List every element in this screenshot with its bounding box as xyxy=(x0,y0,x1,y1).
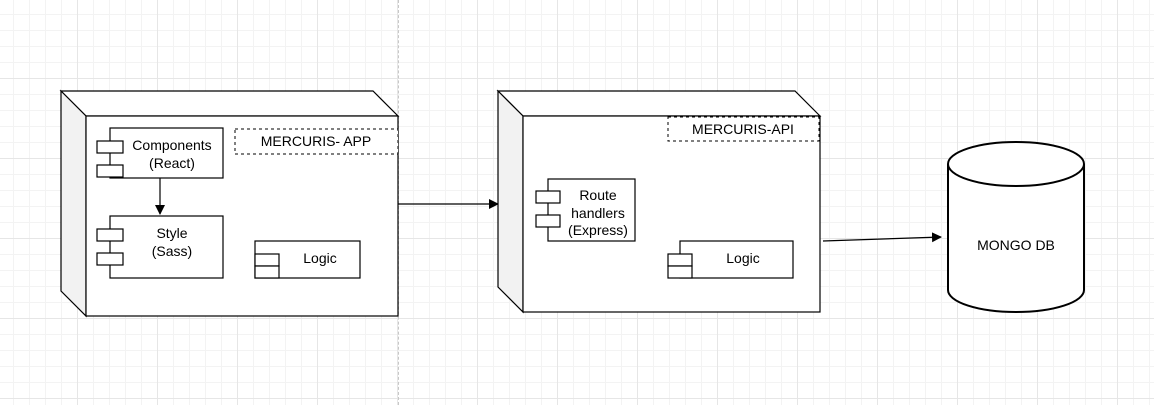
component-react-line2: (React) xyxy=(149,155,195,171)
component-sass[interactable]: Style (Sass) xyxy=(96,215,224,279)
api-node-top-face xyxy=(496,90,822,117)
component-icon-tab xyxy=(535,190,561,204)
component-express-line3: (Express) xyxy=(568,222,628,238)
component-react[interactable]: Components (React) xyxy=(96,127,224,179)
component-api-logic-label: Logic xyxy=(726,250,759,266)
component-icon-tab xyxy=(96,228,124,242)
api-node[interactable]: MERCURIS-API Route handlers (Express) Lo… xyxy=(496,89,822,314)
component-react-line1: Components xyxy=(132,137,211,153)
component-express[interactable]: Route handlers (Express) xyxy=(535,178,636,242)
component-icon-tab xyxy=(254,253,280,267)
app-node-label-box xyxy=(234,128,399,155)
component-express-line1: Route xyxy=(579,187,617,203)
component-icon-tab xyxy=(96,252,124,266)
component-app-logic[interactable]: Logic xyxy=(254,240,361,279)
database-top xyxy=(947,141,1085,187)
api-node-label-box xyxy=(667,116,820,142)
app-node[interactable]: MERCURIS- APP Components (React) Style (… xyxy=(59,89,400,318)
database-body xyxy=(947,164,1085,313)
edge-api-to-db xyxy=(822,232,942,243)
component-sass-line1: Style xyxy=(156,225,187,241)
component-express-line2: handlers xyxy=(571,205,625,221)
app-node-label: MERCURIS- APP xyxy=(261,133,371,149)
app-node-top-face xyxy=(59,90,400,117)
component-icon-tab xyxy=(96,164,124,178)
app-node-side-face xyxy=(60,89,87,318)
database-label: MONGO DB xyxy=(977,237,1055,253)
database-cylinder[interactable]: MONGO DB xyxy=(947,141,1085,313)
component-sass-line2: (Sass) xyxy=(152,243,192,259)
component-icon-tab xyxy=(667,253,693,267)
component-icon-tab xyxy=(96,140,124,154)
api-node-side-face xyxy=(497,89,524,314)
component-app-logic-label: Logic xyxy=(303,250,336,266)
api-node-label: MERCURIS-API xyxy=(692,121,794,137)
component-icon-tab xyxy=(254,265,280,279)
component-icon-tab xyxy=(667,265,693,279)
component-icon-tab xyxy=(535,214,561,228)
component-api-logic[interactable]: Logic xyxy=(667,240,794,279)
